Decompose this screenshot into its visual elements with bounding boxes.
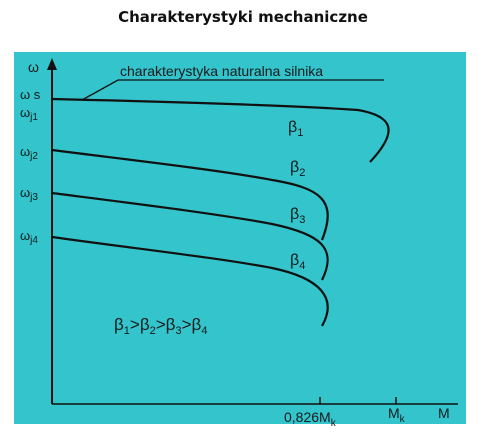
curve-label-beta3: β3 [290,206,305,226]
y-tick-omega-s: ω s [20,87,41,102]
curve-label-beta2: β2 [290,159,305,179]
natural-label-leader [81,79,384,101]
curve-beta4 [51,235,329,327]
y-tick-omega-j4: ωj4 [20,228,38,246]
beta-relation: β1>β2>β3>β4 [114,315,207,337]
diagram-panel [14,52,466,424]
y-tick-omega-j1: ωj1 [20,105,38,123]
x-axis-symbol: M [438,405,450,421]
curve-label-beta1: β1 [288,119,303,139]
x-tick-label-0826mk: 0,826Mk [284,409,337,429]
diagram-title: Charakterystyki mechaniczne [118,8,368,26]
y-tick-omega-j3: ωj3 [20,185,38,203]
natural-characteristic-label: charakterystyka naturalna silnika [120,63,323,79]
curve-label-beta4: β4 [290,252,305,272]
y-axis-arrow [47,58,57,70]
y-axis-symbol: ω [28,59,39,75]
y-tick-omega-j2: ωj2 [20,144,38,162]
curve-beta3 [51,191,329,281]
curve-beta2 [51,148,329,241]
curve-natural-beta1 [51,97,390,163]
x-tick-label-mk: Mk [388,405,406,425]
